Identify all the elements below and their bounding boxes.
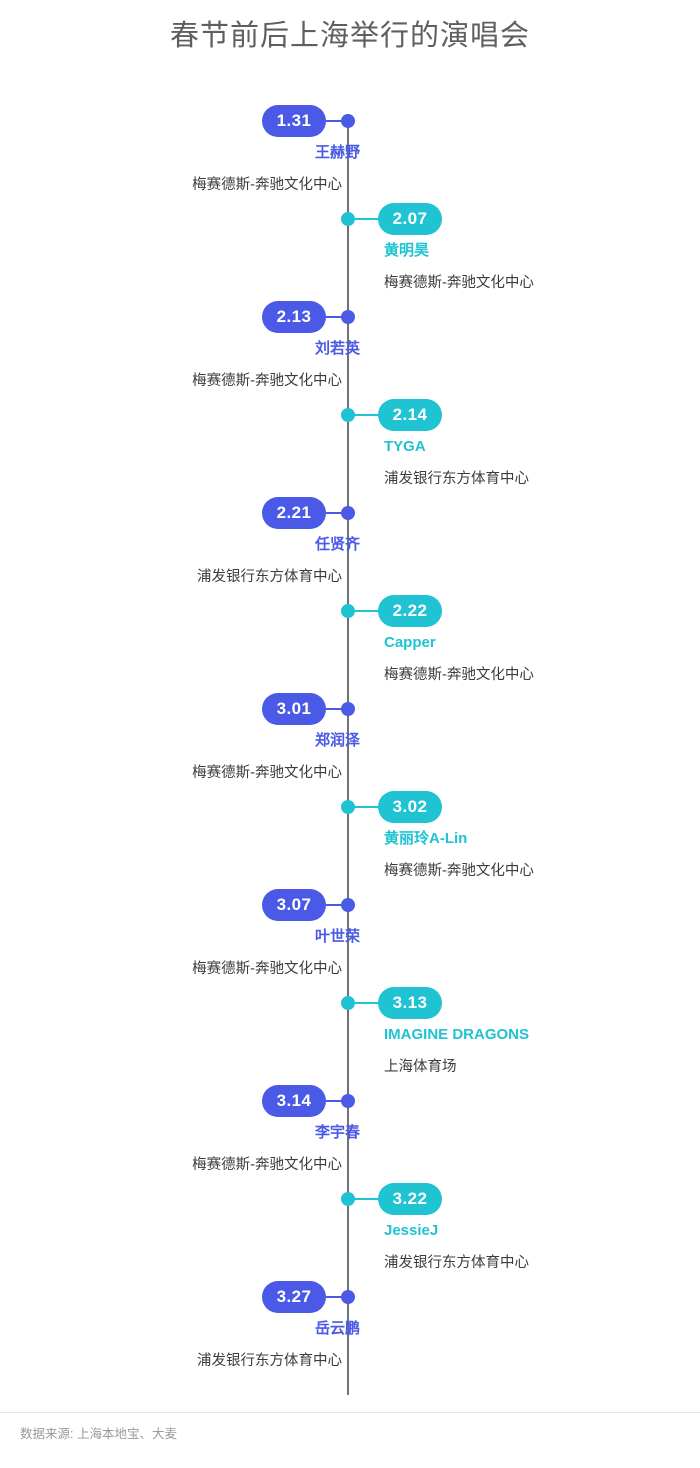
date-badge[interactable]: 3.14 bbox=[262, 1085, 326, 1117]
artist-name: 刘若英 bbox=[314, 340, 360, 357]
timeline-entry[interactable]: 3.14 李宇春梅赛德斯-奔驰文化中心 bbox=[0, 1075, 700, 1173]
page-title: 春节前后上海举行的演唱会 bbox=[169, 20, 530, 52]
timeline-node-dot bbox=[341, 800, 355, 814]
artist-name: 黄明昊 bbox=[384, 242, 430, 259]
venue-name: 浦发银行东方体育中心 bbox=[384, 1255, 529, 1271]
connector-line bbox=[352, 1198, 380, 1200]
artist-name: TYGA bbox=[384, 438, 426, 455]
date-badge[interactable]: 1.31 bbox=[262, 105, 326, 137]
connector-line bbox=[352, 1002, 380, 1004]
venue-name: 梅赛德斯-奔驰文化中心 bbox=[192, 961, 342, 977]
connector-line bbox=[352, 610, 380, 612]
artist-name: IMAGINE DRAGONS bbox=[384, 1026, 530, 1043]
venue-name: 上海体育场 bbox=[384, 1059, 457, 1075]
connector-line bbox=[326, 904, 344, 906]
source-note: 数据来源: 上海本地宝、大麦 bbox=[20, 1427, 177, 1441]
date-badge[interactable]: 3.27 bbox=[262, 1281, 326, 1313]
venue-name: 梅赛德斯-奔驰文化中心 bbox=[192, 177, 342, 193]
date-badge[interactable]: 2.21 bbox=[262, 497, 326, 529]
venue-name: 梅赛德斯-奔驰文化中心 bbox=[192, 373, 342, 389]
date-badge[interactable]: 3.22 bbox=[378, 1183, 442, 1215]
artist-name: 叶世荣 bbox=[314, 928, 360, 945]
timeline-node-dot bbox=[341, 310, 355, 324]
connector-line bbox=[352, 218, 380, 220]
artist-name: 黄丽玲A-Lin bbox=[384, 830, 468, 847]
timeline-node-dot bbox=[341, 996, 355, 1010]
connector-line bbox=[326, 120, 344, 122]
artist-name: 任贤齐 bbox=[314, 536, 360, 553]
venue-name: 浦发银行东方体育中心 bbox=[384, 471, 529, 487]
venue-name: 梅赛德斯-奔驰文化中心 bbox=[384, 863, 534, 879]
timeline-entry[interactable]: 3.07 叶世荣梅赛德斯-奔驰文化中心 bbox=[0, 879, 700, 977]
connector-line bbox=[352, 414, 380, 416]
artist-name: 岳云鹏 bbox=[314, 1320, 360, 1337]
date-badge[interactable]: 3.02 bbox=[378, 791, 442, 823]
timeline-entry[interactable]: 2.21 任贤齐浦发银行东方体育中心 bbox=[0, 487, 700, 585]
footer-divider bbox=[0, 1412, 700, 1413]
timeline-node-dot bbox=[341, 604, 355, 618]
timeline-entry[interactable]: 3.02 黄丽玲A-Lin 梅赛德斯-奔驰文化中心 bbox=[0, 781, 700, 879]
venue-name: 梅赛德斯-奔驰文化中心 bbox=[192, 1157, 342, 1173]
venue-name: 浦发银行东方体育中心 bbox=[197, 569, 342, 585]
connector-line bbox=[326, 708, 344, 710]
timeline-node-dot bbox=[341, 506, 355, 520]
timeline-node-dot bbox=[341, 1094, 355, 1108]
timeline-node-dot bbox=[341, 114, 355, 128]
date-badge[interactable]: 3.07 bbox=[262, 889, 326, 921]
timeline-node-dot bbox=[341, 898, 355, 912]
connector-line bbox=[326, 316, 344, 318]
connector-line bbox=[326, 1100, 344, 1102]
timeline-node-dot bbox=[341, 1192, 355, 1206]
date-badge[interactable]: 2.13 bbox=[262, 301, 326, 333]
timeline-entry[interactable]: 1.31 王赫野梅赛德斯-奔驰文化中心 bbox=[0, 95, 700, 193]
timeline-entry[interactable]: 2.13 刘若英梅赛德斯-奔驰文化中心 bbox=[0, 291, 700, 389]
date-badge[interactable]: 2.22 bbox=[378, 595, 442, 627]
timeline-node-dot bbox=[341, 702, 355, 716]
timeline-axis-line bbox=[347, 120, 349, 1395]
venue-name: 梅赛德斯-奔驰文化中心 bbox=[384, 275, 534, 291]
connector-line bbox=[326, 1296, 344, 1298]
date-badge[interactable]: 2.14 bbox=[378, 399, 442, 431]
timeline-entry[interactable]: 2.07 黄明昊梅赛德斯-奔驰文化中心 bbox=[0, 193, 700, 291]
date-badge[interactable]: 3.13 bbox=[378, 987, 442, 1019]
timeline-node-dot bbox=[341, 408, 355, 422]
date-badge[interactable]: 2.07 bbox=[378, 203, 442, 235]
venue-name: 浦发银行东方体育中心 bbox=[197, 1353, 342, 1369]
timeline-entry[interactable]: 3.27 岳云鹏浦发银行东方体育中心 bbox=[0, 1271, 700, 1369]
connector-line bbox=[352, 806, 380, 808]
artist-name: 李宇春 bbox=[314, 1124, 360, 1141]
artist-name: Capper bbox=[384, 634, 436, 651]
artist-name: 王赫野 bbox=[314, 144, 360, 161]
artist-name: JessieJ bbox=[384, 1222, 439, 1239]
connector-line bbox=[326, 512, 344, 514]
venue-name: 梅赛德斯-奔驰文化中心 bbox=[384, 667, 534, 683]
timeline-entry[interactable]: 3.01 郑润泽梅赛德斯-奔驰文化中心 bbox=[0, 683, 700, 781]
timeline-node-dot bbox=[341, 1290, 355, 1304]
timeline-node-dot bbox=[341, 212, 355, 226]
venue-name: 梅赛德斯-奔驰文化中心 bbox=[192, 765, 342, 781]
artist-name: 郑润泽 bbox=[314, 732, 360, 749]
date-badge[interactable]: 3.01 bbox=[262, 693, 326, 725]
